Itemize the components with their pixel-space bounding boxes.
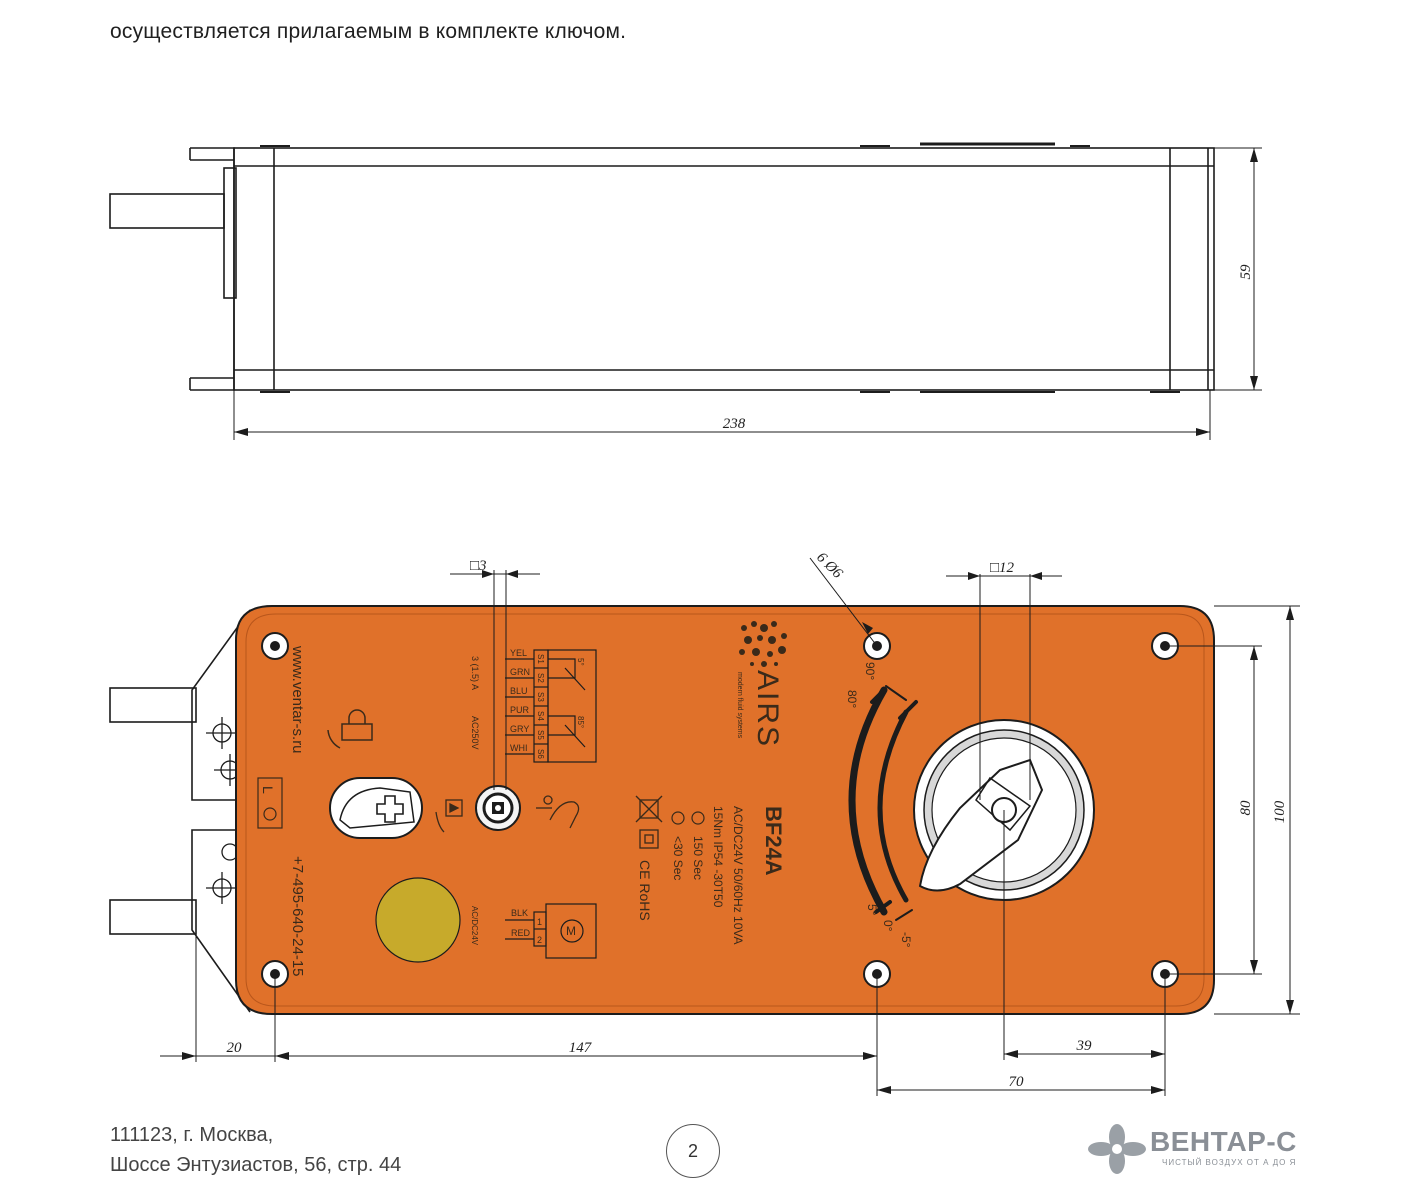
aux-terminal-s3: S3 xyxy=(536,692,545,702)
dim-width-label: 238 xyxy=(723,416,746,432)
aux-wire-grn: GRN xyxy=(510,667,530,677)
cert-marks: CE RoHS xyxy=(637,860,653,921)
spec-power: AC/DC24V 50/60Hz 10VA xyxy=(731,806,745,945)
aux-wire-yel: YEL xyxy=(510,648,527,658)
website-text: www.ventar-s.ru xyxy=(289,645,306,754)
scale-minus-5: -5° xyxy=(899,932,913,948)
aux-terminal-s4: S4 xyxy=(536,711,545,721)
scale-0: 0° xyxy=(881,920,895,932)
brand-name: AIRS xyxy=(751,670,784,748)
logo-text: ВЕНТАР-С xyxy=(1150,1126,1297,1157)
model-name: BF24A xyxy=(761,806,786,876)
aux-terminal-s5: S5 xyxy=(536,730,545,740)
aux-wire-blu: BLU xyxy=(510,686,528,696)
dim-holes: 6 Ø6 xyxy=(813,550,846,583)
aux-wire-whi: WHI xyxy=(510,743,528,753)
dim-39: 39 xyxy=(1076,1038,1093,1054)
aux-angle-5: 5° xyxy=(576,658,585,666)
dim-147: 147 xyxy=(569,1040,593,1056)
front-view: YEL GRN BLU PUR GRY WHI S1 S2 S3 S4 S5 S… xyxy=(109,605,1215,1015)
arrow-icon xyxy=(435,799,463,833)
spring-return-mark xyxy=(257,777,283,829)
dim-square-3: □3 xyxy=(470,558,487,574)
aux-angle-85: 85° xyxy=(576,716,585,728)
lock-icon xyxy=(327,709,373,749)
company-logo: ВЕНТАР-С ЧИСТЫЙ ВОЗДУХ ОТ А ДО Я xyxy=(1088,1124,1298,1174)
dim-20: 20 xyxy=(227,1040,243,1056)
spring-coil-icon xyxy=(671,811,685,825)
footer-address: 111123, г. Москва, Шоссе Энтузиастов, 56… xyxy=(110,1120,401,1180)
motor-voltage: AC/DC24V xyxy=(470,906,479,946)
dim-square-12: □12 xyxy=(990,560,1015,576)
fan-logo-icon xyxy=(1088,1124,1146,1174)
aux-wire-pur: PUR xyxy=(510,705,530,715)
dim-height-label: 59 xyxy=(1238,264,1254,280)
aux-terminal-s2: S2 xyxy=(536,673,545,683)
scale-5: 5° xyxy=(865,904,879,916)
dim-100: 100 xyxy=(1272,800,1288,823)
scale-80: 80° xyxy=(845,690,859,708)
spec-motor-time: 150 Sec xyxy=(691,836,705,880)
aux-wire-gry: GRY xyxy=(510,724,529,734)
motor-symbol: M xyxy=(566,924,576,938)
dim-70: 70 xyxy=(1009,1074,1025,1090)
motor-icon xyxy=(691,811,705,825)
aux-current: 3 (1.5) A xyxy=(470,656,480,690)
spring-icon xyxy=(263,807,277,821)
motor-term-2: 2 xyxy=(537,935,542,945)
page-number: 2 xyxy=(666,1124,720,1178)
brand-tagline: modern fluid systems xyxy=(736,672,743,739)
phone-text: +7-495-640-24-15 xyxy=(289,856,306,977)
dim-80: 80 xyxy=(1238,800,1254,816)
logo-tagline: ЧИСТЫЙ ВОЗДУХ ОТ А ДО Я xyxy=(1162,1158,1297,1167)
motor-wire-blk: BLK xyxy=(511,908,528,918)
spec-torque: 15Nm IP54 -30T50 xyxy=(711,806,725,908)
hand-icon xyxy=(536,795,580,829)
aux-terminal-s1: S1 xyxy=(536,654,545,664)
waste-bin-icon xyxy=(635,795,663,823)
lock-mark-letter: L xyxy=(260,786,276,794)
scale-90: 90° xyxy=(863,662,877,680)
motor-wire-red: RED xyxy=(511,928,531,938)
side-view xyxy=(109,142,1262,440)
address-line-2: Шоссе Энтузиастов, 56, стр. 44 xyxy=(110,1154,402,1176)
aux-terminal-s6: S6 xyxy=(536,749,545,759)
motor-term-1: 1 xyxy=(537,917,542,927)
airs-logo-icon xyxy=(739,621,787,667)
double-insulation-icon xyxy=(639,829,659,849)
spec-spring-time: <30 Sec xyxy=(671,836,685,880)
aux-voltage: AC250V xyxy=(470,716,480,750)
intro-text: осуществляется прилагаемым в комплекте к… xyxy=(110,20,627,43)
address-line-1: 111123, г. Москва, xyxy=(110,1124,274,1146)
